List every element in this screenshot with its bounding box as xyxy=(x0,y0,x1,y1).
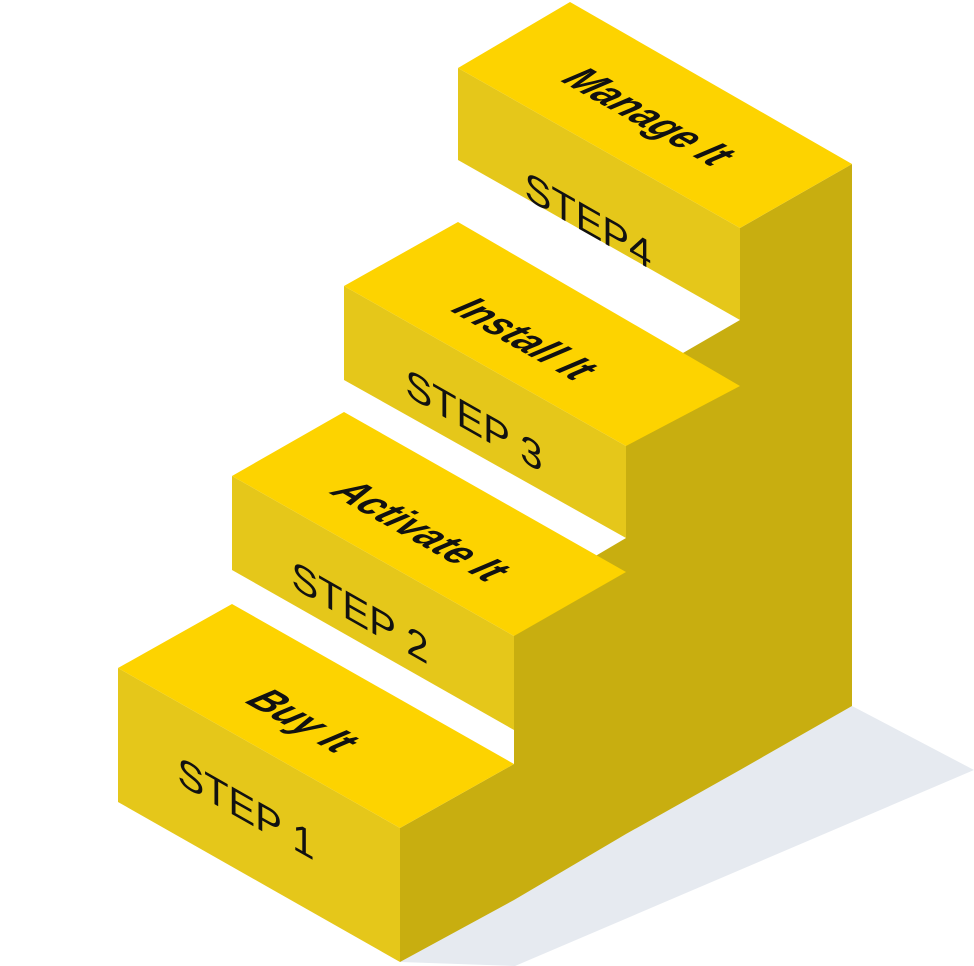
step-3-front-face xyxy=(344,286,626,538)
floor-shadow xyxy=(400,706,974,966)
step-1-front-face xyxy=(118,668,400,962)
step-3-top-face xyxy=(344,222,740,446)
step-4-top-face xyxy=(458,2,852,228)
step-1-top-face xyxy=(118,604,514,828)
step-1-side-face xyxy=(400,764,514,962)
step-2-front-face xyxy=(232,476,514,730)
step-4-side-face xyxy=(740,164,852,770)
step-2-top-face xyxy=(232,412,626,636)
step-4-front-face xyxy=(458,68,740,320)
step-2-side-face xyxy=(514,538,626,900)
step-3-side-face xyxy=(626,320,740,834)
